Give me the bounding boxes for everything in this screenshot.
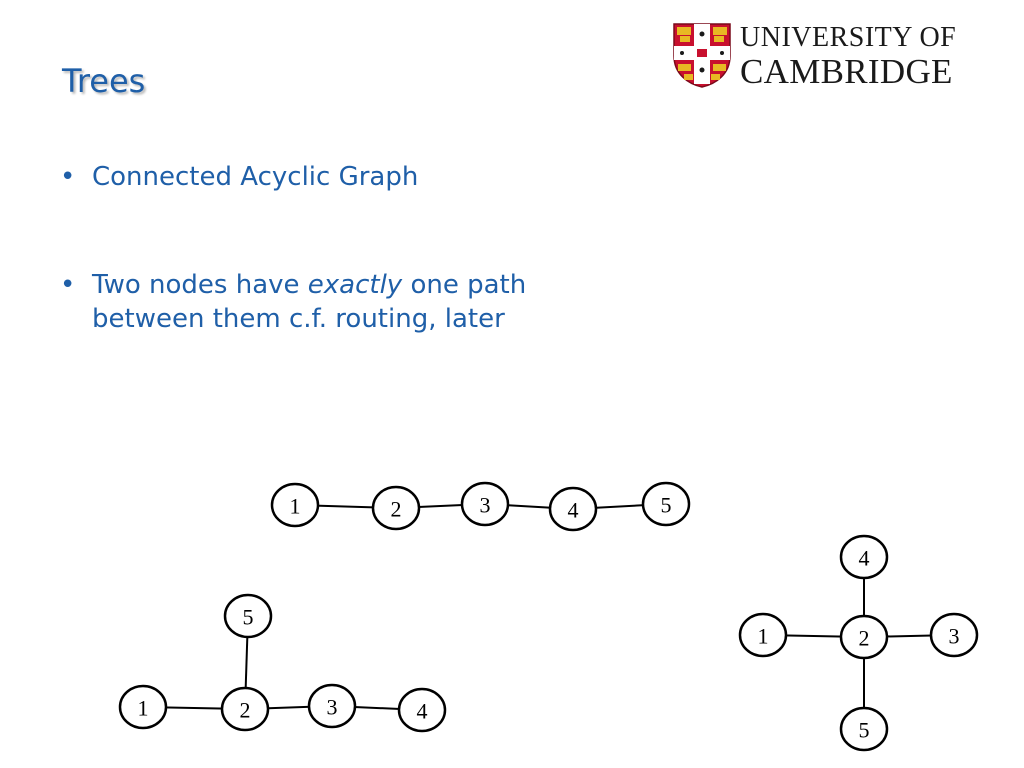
tree-node-label: 5 (243, 605, 254, 630)
bullet-text: Two nodes have (92, 270, 308, 300)
logo-line-cambridge: CAMBRIDGE (740, 52, 953, 91)
tree-graph-2: 5 1 2 3 4 (118, 593, 447, 733)
tree-node-label: 1 (758, 624, 769, 649)
tree-node-label: 1 (138, 696, 149, 721)
tree-node-label: 5 (859, 718, 870, 743)
tree-node (839, 534, 889, 580)
tree-node-label: 2 (391, 497, 402, 522)
tree-node-label: 3 (327, 695, 338, 720)
university-logo: UNIVERSITY OF CAMBRIDGE (672, 22, 984, 92)
coat-of-arms-icon (673, 23, 731, 88)
tree-node (929, 612, 979, 658)
tree-node-label: 4 (859, 546, 870, 571)
slide-title: Trees (62, 62, 146, 100)
bullet-text: Connected Acyclic Graph (92, 162, 419, 192)
tree-node (270, 482, 320, 528)
tree-node (548, 486, 598, 532)
tree-graph-3: 4 1 2 3 5 (738, 534, 979, 752)
tree-node-label: 2 (240, 698, 251, 723)
tree-node (118, 684, 168, 730)
tree-node (397, 687, 447, 733)
tree-node (371, 485, 421, 531)
bullet-item: Two nodes have exactly one path between … (60, 268, 620, 336)
tree-node (307, 683, 357, 729)
tree-node-label: 2 (859, 626, 870, 651)
bullet-emphasis: exactly (307, 270, 403, 300)
tree-node (738, 612, 788, 658)
tree-node (839, 614, 889, 660)
tree-node (223, 593, 273, 639)
bullet-list: Connected Acyclic Graph Two nodes have e… (60, 160, 620, 336)
tree-node-label: 1 (290, 494, 301, 519)
tree-node-label: 4 (568, 498, 579, 523)
tree-node (641, 481, 691, 527)
logo-line-university-of: UNIVERSITY OF (740, 22, 957, 53)
tree-graph-1: 1 2 3 4 5 (270, 481, 691, 532)
tree-node-label: 3 (949, 624, 960, 649)
tree-node-label: 4 (417, 699, 428, 724)
tree-node (839, 706, 889, 752)
bullet-text: one path between them c.f. routing, late… (92, 270, 527, 334)
tree-node (460, 481, 510, 527)
tree-node (220, 686, 270, 732)
tree-node-label: 5 (661, 493, 672, 518)
tree-node-label: 3 (480, 493, 491, 518)
bullet-item: Connected Acyclic Graph (60, 160, 620, 194)
